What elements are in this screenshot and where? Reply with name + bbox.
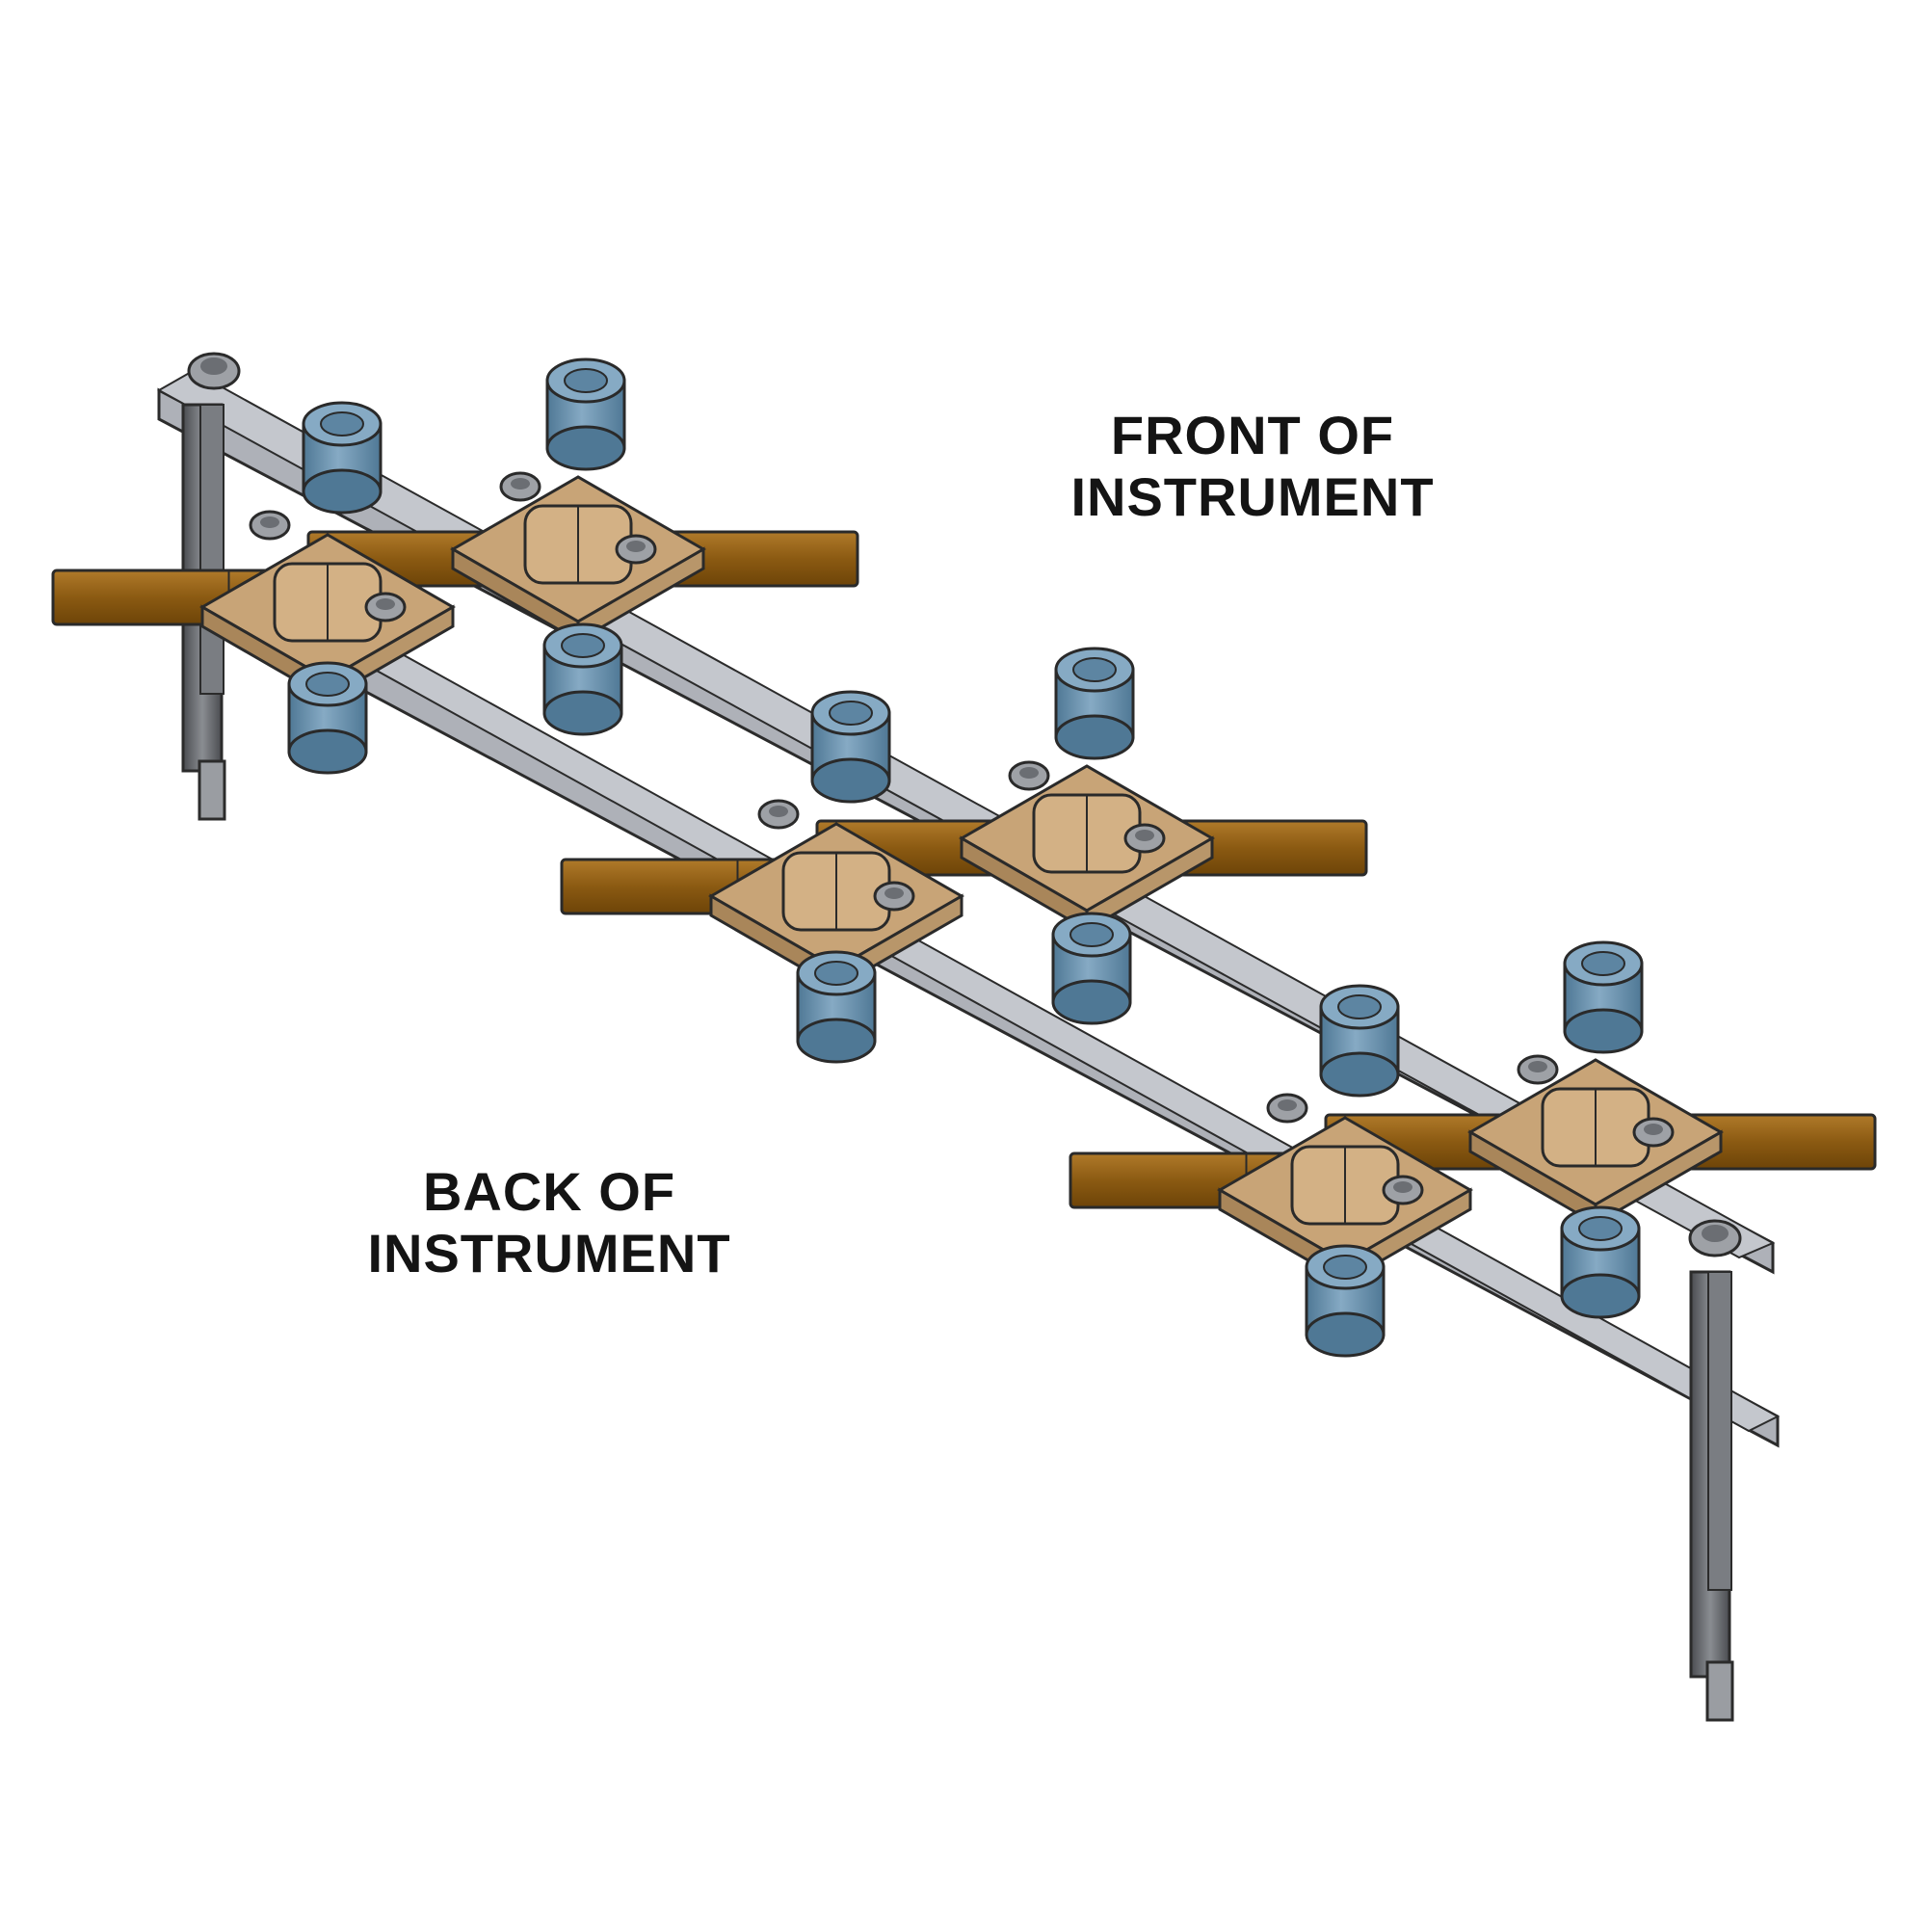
mount-module: [51, 357, 859, 775]
blue-tube-front-right: [542, 622, 623, 736]
mount-modules: [51, 357, 1877, 1358]
clamp-block-right: [1466, 1058, 1725, 1227]
blue-tube-back-right: [545, 357, 626, 471]
back-label-line2: INSTRUMENT: [367, 1223, 731, 1284]
mount-module: [1069, 940, 1877, 1358]
blue-tube-back-left: [810, 690, 891, 804]
back-of-instrument-label: BACK OF INSTRUMENT: [318, 1161, 780, 1284]
blue-tube-front-right: [1051, 912, 1132, 1025]
blue-tube-front-left: [1305, 1244, 1386, 1358]
front-of-instrument-label: FRONT OF INSTRUMENT: [1021, 405, 1484, 528]
blue-tube-back-right: [1054, 647, 1135, 760]
front-label-line2: INSTRUMENT: [1070, 466, 1435, 527]
front-label-line1: FRONT OF: [1110, 405, 1395, 465]
blue-tube-front-left: [287, 661, 368, 775]
back-rail: [277, 600, 1781, 1448]
blue-tube-back-left: [302, 401, 383, 515]
clamp-block-left: [1216, 1116, 1474, 1284]
blue-tube-back-right: [1563, 940, 1644, 1054]
right-end-post: [1688, 1219, 1742, 1722]
clamp-block-right: [958, 764, 1216, 933]
blue-tube-back-left: [1319, 984, 1400, 1098]
blue-tube-front-right: [1560, 1205, 1641, 1319]
back-label-line1: BACK OF: [422, 1161, 676, 1222]
mount-module: [560, 647, 1368, 1064]
blue-tube-front-left: [796, 950, 877, 1064]
clamp-block-right: [449, 475, 707, 644]
